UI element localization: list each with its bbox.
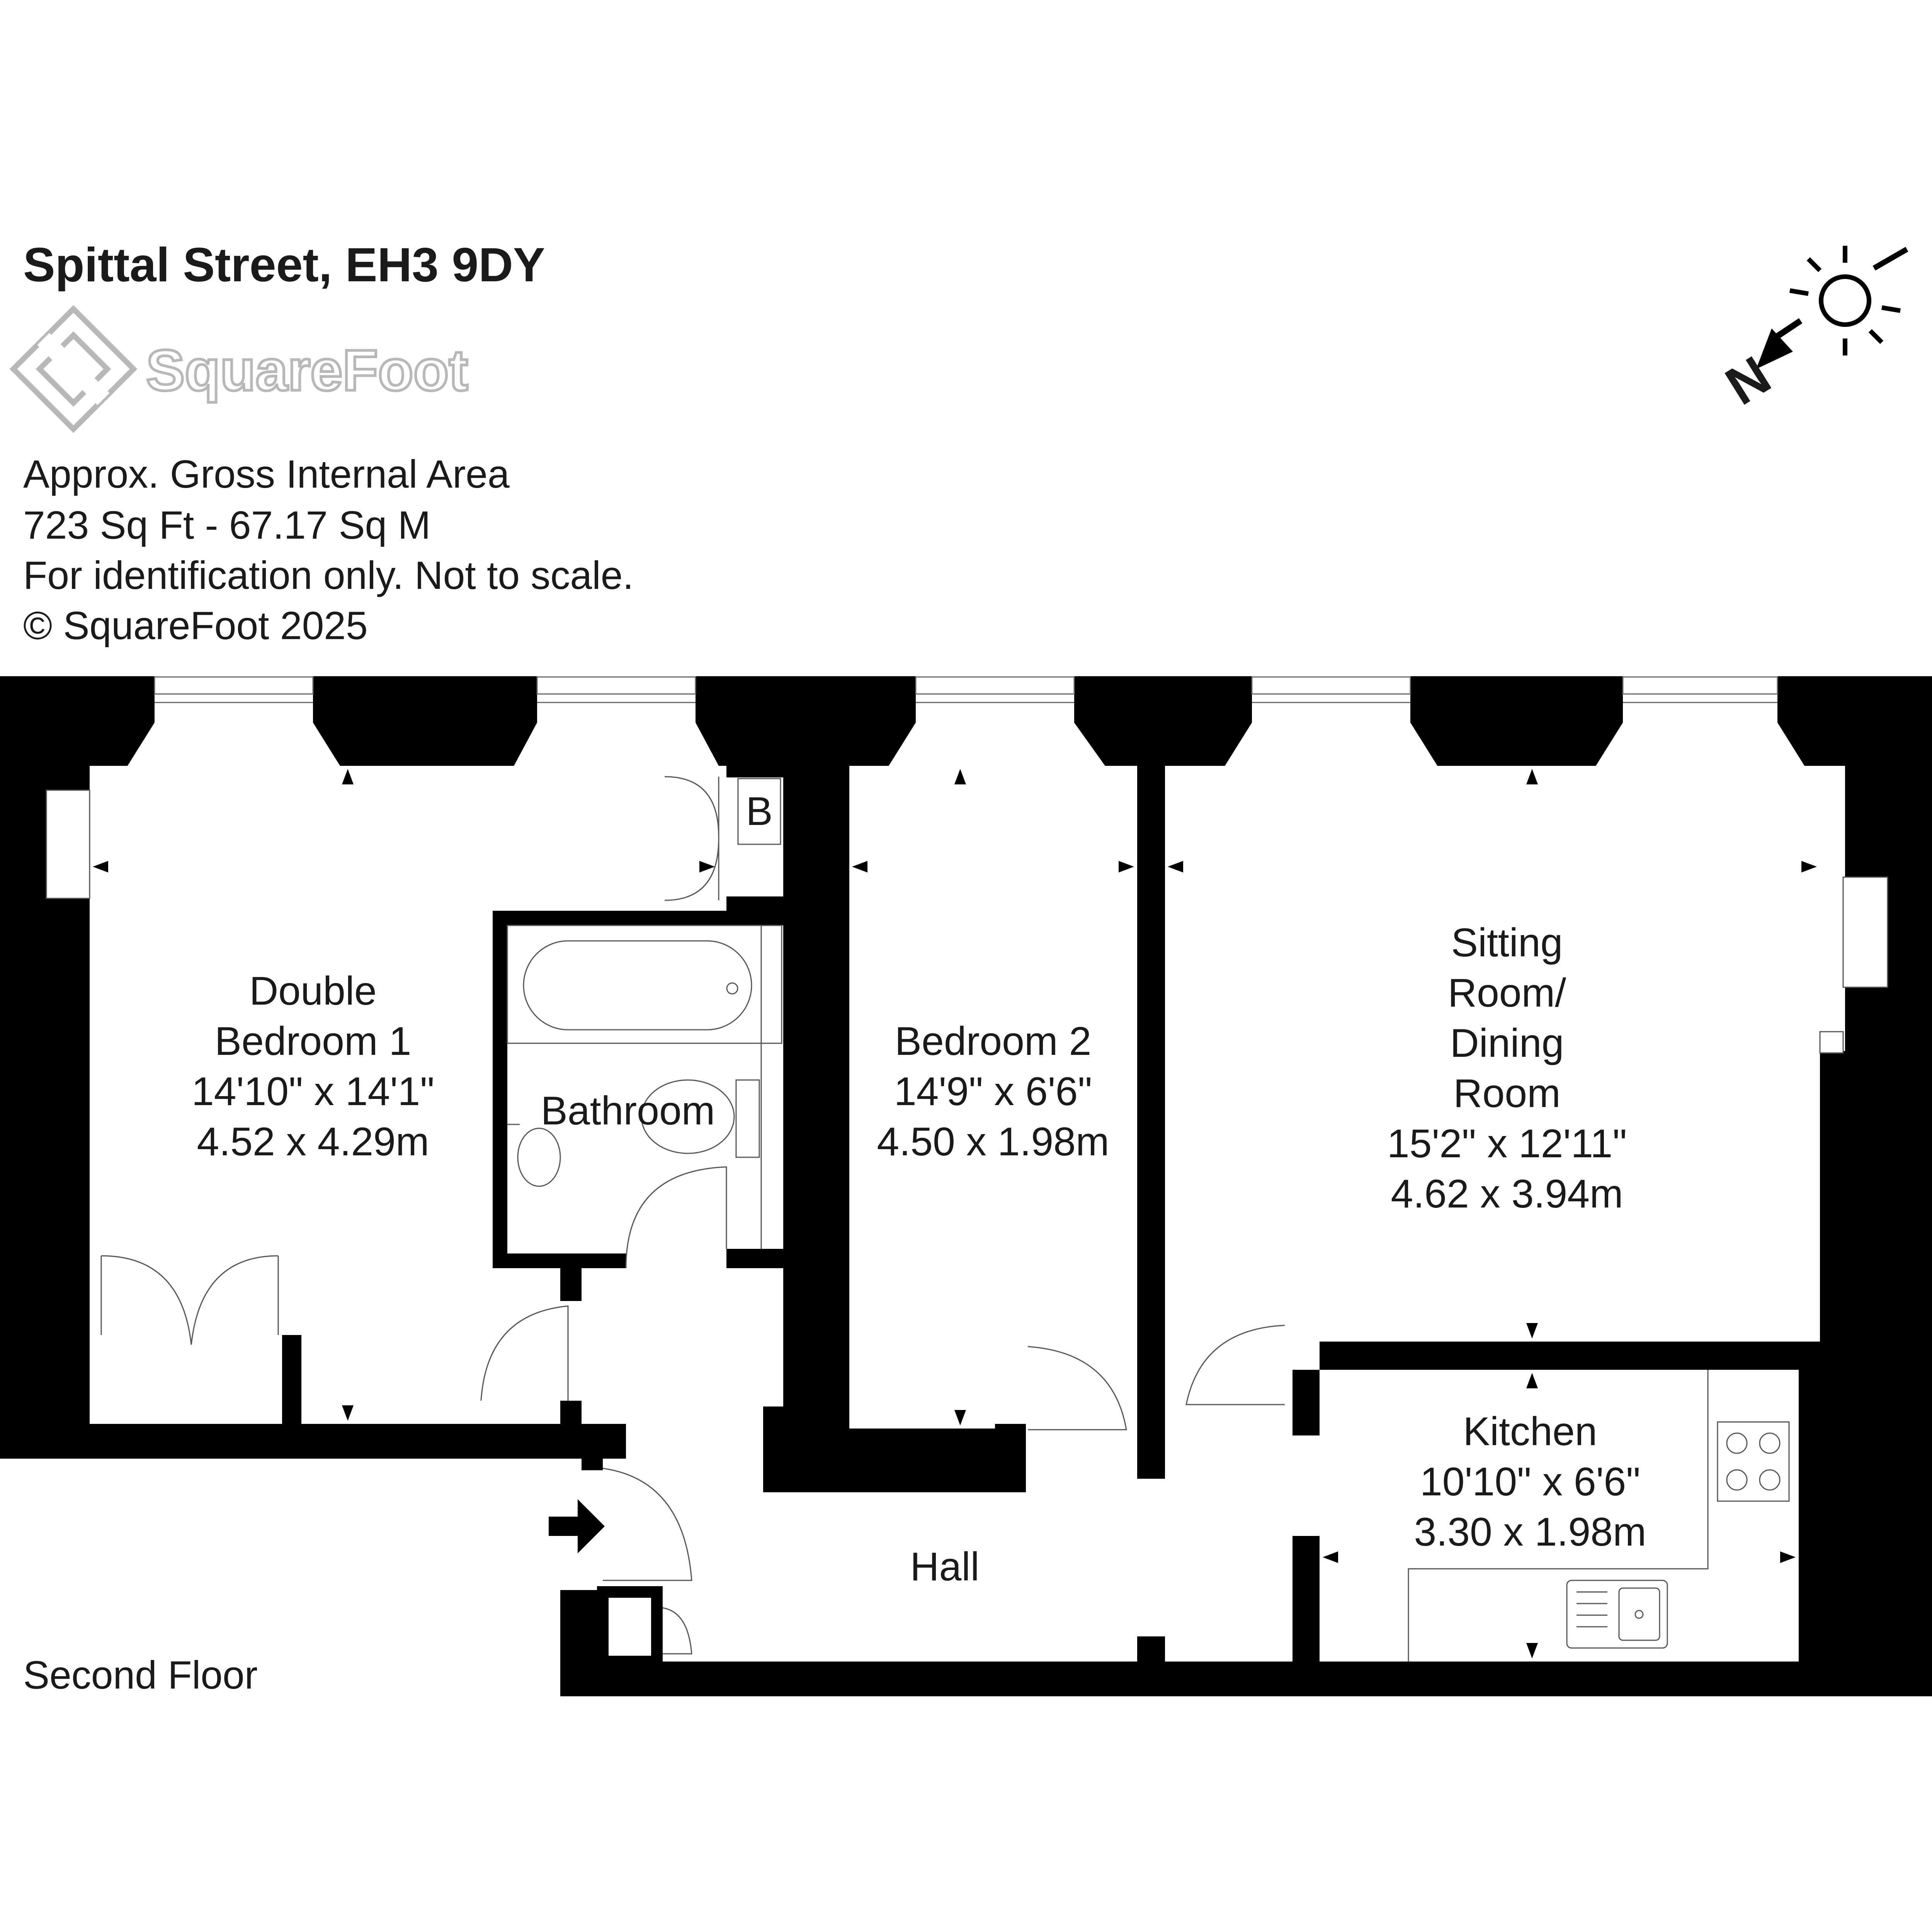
room-name: Double — [249, 969, 377, 1014]
room-name: Bathroom — [541, 1088, 715, 1133]
room-name: Bedroom 2 — [895, 1019, 1092, 1064]
room-hall: Hall — [910, 1544, 979, 1589]
window-bedroom1-left — [128, 676, 340, 766]
boiler-cupboard: B — [746, 789, 772, 834]
room-sitting-dining: Sitting Room/ Dining Room 15'2" x 12'11"… — [1387, 920, 1627, 1216]
window-sitting-right — [1596, 676, 1804, 766]
entrance-arrow-icon — [549, 1499, 605, 1553]
fixtures — [507, 778, 1844, 1662]
doors — [100, 776, 1285, 1667]
room-name: Bedroom 1 — [215, 1019, 412, 1064]
dimension-markers — [93, 769, 1817, 1658]
room-bedroom-1: Double Bedroom 1 14'10" x 14'1" 4.52 x 4… — [192, 969, 434, 1164]
window-bedroom2 — [889, 676, 1105, 766]
room-kitchen: Kitchen 10'10" x 6'6" 3.30 x 1.98m — [1414, 1409, 1646, 1554]
room-size-metric: 4.50 x 1.98m — [877, 1119, 1109, 1164]
window-bedroom1-right — [514, 676, 719, 766]
area-value: 723 Sq Ft - 67.17 Sq M — [23, 503, 431, 547]
room-size-metric: 3.30 x 1.98m — [1414, 1510, 1646, 1554]
sun-icon — [1789, 246, 1908, 355]
area-info: Approx. Gross Internal Area 723 Sq Ft - … — [23, 452, 634, 648]
room-size-imperial: 10'10" x 6'6" — [1420, 1459, 1640, 1504]
north-arrow-icon — [1756, 318, 1803, 369]
squarefoot-logo: SquareFoot — [9, 305, 469, 433]
basin-icon — [517, 1128, 561, 1187]
logo-mark-icon — [9, 305, 138, 433]
room-size-imperial: 14'9" x 6'6" — [894, 1069, 1092, 1114]
page-title: Spittal Street, EH3 9DY — [23, 238, 545, 292]
room-size-metric: 4.62 x 3.94m — [1391, 1172, 1623, 1216]
window-sitting-left — [1225, 676, 1437, 766]
area-title: Approx. Gross Internal Area — [23, 452, 510, 496]
room-name: Room — [1453, 1071, 1560, 1116]
boiler-label: B — [746, 789, 772, 834]
room-size-imperial: 14'10" x 14'1" — [192, 1069, 434, 1114]
floor-label: Second Floor — [23, 1653, 258, 1697]
room-size-metric: 4.52 x 4.29m — [197, 1119, 429, 1164]
sink-icon — [1566, 1580, 1668, 1649]
room-name: Room/ — [1448, 971, 1566, 1015]
compass: N — [1715, 246, 1908, 417]
room-size-imperial: 15'2" x 12'11" — [1387, 1121, 1627, 1166]
bath-icon — [523, 940, 752, 1031]
disclaimer: For identification only. Not to scale. — [23, 553, 634, 597]
toilet-cistern — [735, 1079, 760, 1158]
room-bathroom: Bathroom — [541, 1088, 715, 1133]
logo-text: SquareFoot — [146, 338, 468, 403]
room-name: Sitting — [1451, 920, 1563, 965]
copyright: © SquareFoot 2025 — [23, 604, 368, 648]
hob-icon — [1717, 1421, 1790, 1502]
walls — [0, 676, 1932, 1696]
room-name: Hall — [910, 1544, 979, 1589]
room-name: Dining — [1450, 1021, 1564, 1066]
room-name: Kitchen — [1463, 1409, 1597, 1454]
toilet-icon — [641, 1079, 735, 1154]
room-bedroom-2: Bedroom 2 14'9" x 6'6" 4.50 x 1.98m — [877, 1019, 1109, 1164]
